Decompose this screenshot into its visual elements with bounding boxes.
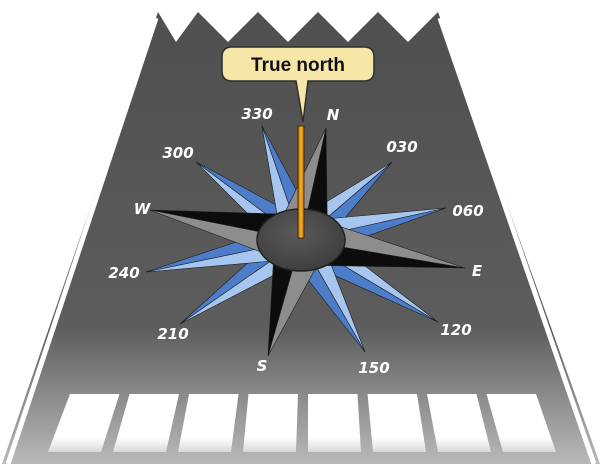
threshold-bar-8	[486, 394, 556, 452]
threshold-bar-2	[113, 394, 179, 452]
label-west: W	[134, 200, 152, 218]
label-bearing-300: 300	[162, 144, 193, 162]
threshold-bar-1	[48, 394, 120, 452]
callout-label: True north	[251, 55, 345, 76]
label-bearing-210: 210	[157, 325, 188, 343]
callout-bubble	[221, 46, 375, 123]
threshold-bar-5	[308, 394, 361, 452]
label-bearing-150: 150	[358, 359, 389, 377]
threshold-markings	[48, 394, 556, 452]
label-bearing-240: 240	[108, 264, 139, 282]
label-south: S	[257, 357, 268, 375]
threshold-bar-6	[367, 394, 426, 452]
label-bearing-330: 330	[241, 105, 272, 123]
threshold-bar-3	[178, 394, 239, 452]
label-bearing-120: 120	[440, 321, 471, 339]
threshold-bar-7	[427, 394, 491, 452]
true-north-callout: True north	[221, 46, 375, 123]
true-north-needle	[297, 125, 305, 239]
threshold-bar-4	[243, 394, 298, 452]
runway-edge-left	[5, 17, 159, 464]
label-bearing-030: 030	[386, 138, 417, 156]
label-north: N	[327, 106, 340, 124]
runway-edge-right	[437, 17, 597, 464]
label-bearing-060: 060	[452, 202, 483, 220]
label-east: E	[472, 262, 483, 280]
